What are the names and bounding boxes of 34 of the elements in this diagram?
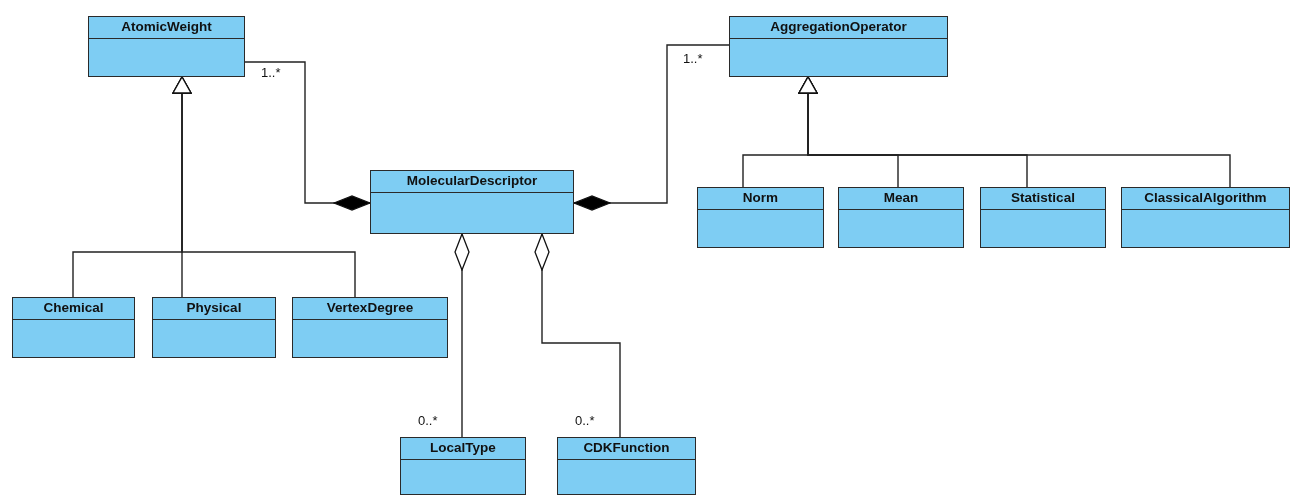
class-box: [1121, 187, 1290, 248]
class-box: [557, 437, 696, 495]
class-box: [697, 187, 824, 248]
class-name: AggregationOperator: [730, 17, 947, 39]
class-box: [370, 170, 574, 234]
class-name: CDKFunction: [558, 438, 695, 460]
class-name: Norm: [698, 188, 823, 210]
class-name: Mean: [839, 188, 963, 210]
class-name: AtomicWeight: [89, 17, 244, 39]
class-name: ClassicalAlgorithm: [1122, 188, 1289, 210]
association-line: [534, 233, 621, 438]
association-line: [454, 233, 470, 438]
class-box: [400, 437, 526, 495]
class-box: [729, 16, 948, 77]
class-name: Chemical: [13, 298, 134, 320]
class-box: [152, 297, 276, 358]
class-name: Statistical: [981, 188, 1105, 210]
class-box: [12, 297, 135, 358]
association-line: [573, 44, 730, 211]
generalization-arrow: [798, 76, 1231, 188]
class-box: [88, 16, 245, 77]
multiplicity-label: 1..*: [260, 66, 282, 80]
generalization-arrow: [172, 76, 356, 298]
class-name: LocalType: [401, 438, 525, 460]
class-name: Physical: [153, 298, 275, 320]
class-box: [838, 187, 964, 248]
multiplicity-label: 0..*: [417, 414, 439, 428]
class-name: MolecularDescriptor: [371, 171, 573, 193]
multiplicity-label: 0..*: [574, 414, 596, 428]
class-name: VertexDegree: [293, 298, 447, 320]
association-line: [244, 61, 371, 211]
class-box: [292, 297, 448, 358]
multiplicity-label: 1..*: [682, 52, 704, 66]
class-box: [980, 187, 1106, 248]
